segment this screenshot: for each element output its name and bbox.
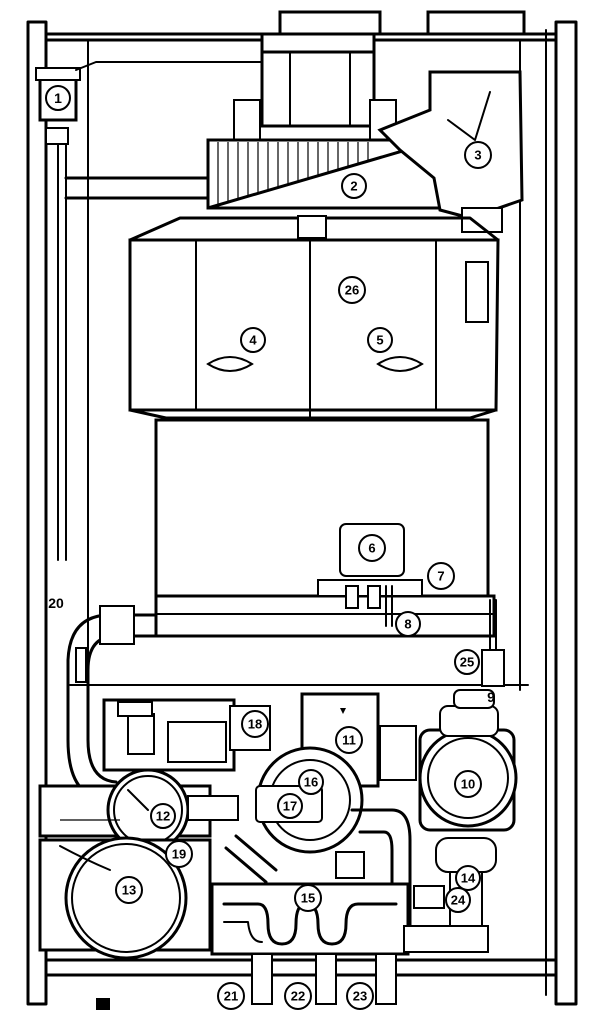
callout-5-text: 5 [376,333,383,348]
callout-1-text: 1 [54,90,62,106]
callout-20-text: 20 [48,595,64,611]
callout-10: 10 [454,770,482,798]
callout-21-text: 21 [224,989,238,1004]
callout-6: 6 [358,534,386,562]
callout-25: 25 [454,649,480,675]
callout-23: 23 [346,982,374,1010]
callout-26-text: 26 [345,283,359,298]
expansion-vessel [38,819,212,960]
callout-17: 17 [277,793,303,819]
callout-16: 16 [298,769,324,795]
callout-7-text: 7 [437,569,444,584]
callout-10-text: 10 [461,777,475,792]
combustion-chamber [128,215,500,420]
pump-unit [224,746,412,942]
callout-26: 26 [338,276,366,304]
callout-13-text: 13 [122,883,136,898]
callout-16-text: 16 [304,775,318,790]
callout-13: 13 [115,876,143,904]
electrode-probe [481,599,505,687]
callout-12-text: 12 [156,809,170,824]
callout-18-text: 18 [248,717,262,732]
callout-1: 1 [45,85,71,111]
callout-18: 18 [241,710,269,738]
callout-2: 2 [341,173,367,199]
callout-9: 9 [487,689,495,705]
callout-25-text: 25 [460,655,474,670]
callout-20: 20 [48,595,64,611]
callout-15: 15 [294,884,322,912]
callout-19: 19 [165,840,193,868]
pressure-gauge [38,768,239,852]
callout-5: 5 [367,327,393,353]
callout-8-text: 8 [404,617,411,632]
heat-exchanger [154,418,496,638]
callout-6-text: 6 [368,541,375,556]
callout-4-text: 4 [249,333,257,348]
callout-24: 24 [445,887,471,913]
callout-15-text: 15 [301,891,315,906]
callout-22: 22 [284,982,312,1010]
callout-9-text: 9 [487,689,495,705]
bottom-connections [96,953,397,1010]
callout-3: 3 [464,141,492,169]
callout-23-text: 23 [353,989,367,1004]
callout-21: 21 [217,982,245,1010]
boiler-frame [26,10,578,1006]
callout-8: 8 [395,611,421,637]
callout-14: 14 [455,865,481,891]
callout-12: 12 [150,803,176,829]
callout-11: 11 [335,726,363,754]
callout-7: 7 [427,562,455,590]
callout-14-text: 14 [461,871,476,886]
callout-2-text: 2 [350,179,357,194]
gas-valve [102,698,271,772]
drain-valve [403,885,489,953]
flue-outlet [377,70,524,233]
fan-assembly [64,32,442,210]
callout-19-text: 19 [172,847,186,862]
callout-3-text: 3 [474,148,481,163]
callout-22-text: 22 [291,989,305,1004]
callout-11-text: 11 [342,733,356,748]
callout-4: 4 [240,327,266,353]
callout-17-text: 17 [283,799,297,814]
callout-24-text: 24 [451,893,466,908]
